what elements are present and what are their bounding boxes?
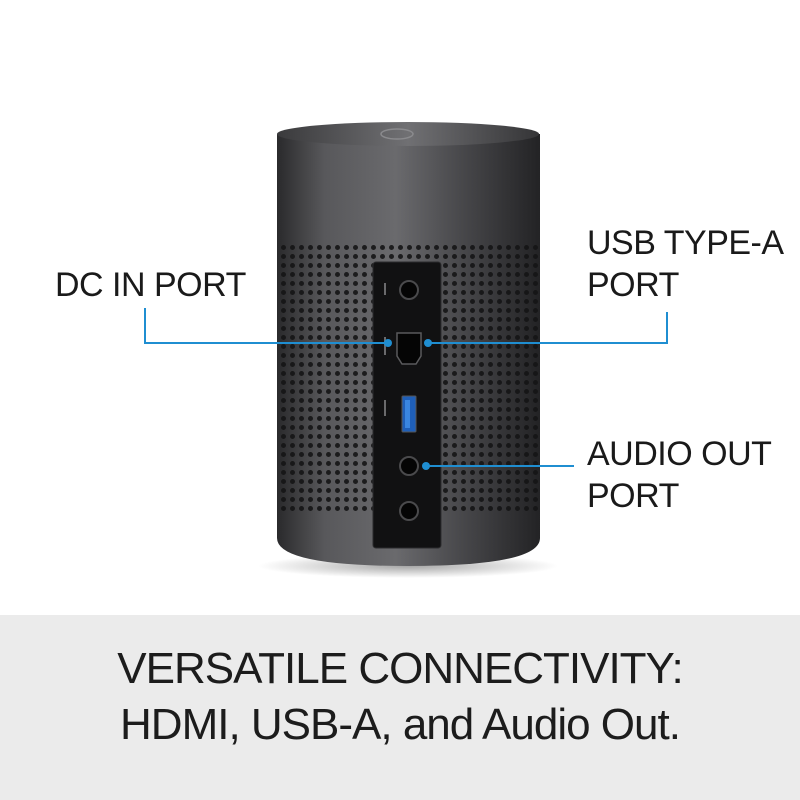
device-top-cap	[277, 122, 539, 146]
usb-type-a-port-label: USB TYPE-A PORT	[587, 222, 784, 306]
caption-band	[0, 615, 800, 800]
dc-in-port-label-line1: DC IN PORT	[55, 266, 246, 304]
panel-marking	[384, 283, 386, 295]
dc-in-port-label: DC IN PORT	[55, 264, 246, 306]
usb-callout-dot	[424, 339, 432, 347]
caption-headline: VERSATILE CONNECTIVITY:	[117, 644, 683, 693]
usb-type-a-label-line2: PORT	[587, 266, 679, 304]
audio-callout-dot	[422, 462, 430, 470]
usb-callout-line	[430, 312, 668, 344]
hp-logo-icon	[380, 128, 414, 140]
panel-marking	[384, 400, 386, 416]
hdmi-port	[396, 332, 422, 365]
dc-in-jack	[399, 280, 419, 300]
audio-out-port-label: AUDIO OUT PORT	[587, 433, 772, 517]
extra-jack	[399, 501, 419, 521]
caption-subline: HDMI, USB-A, and Audio Out.	[120, 700, 681, 749]
audio-out-jack	[399, 456, 419, 476]
dc-in-callout-dot	[384, 339, 392, 347]
panel-marking	[384, 337, 386, 355]
usb-a-port-tongue	[405, 400, 410, 428]
audio-out-label-line2: PORT	[587, 477, 679, 515]
callout-lines	[144, 308, 668, 470]
product-photo	[144, 122, 668, 578]
usb-type-a-label-line1: USB TYPE-A	[587, 224, 784, 262]
dc-in-callout-line	[144, 308, 386, 344]
device-top-band	[277, 134, 540, 244]
audio-out-label-line1: AUDIO OUT	[587, 435, 772, 473]
